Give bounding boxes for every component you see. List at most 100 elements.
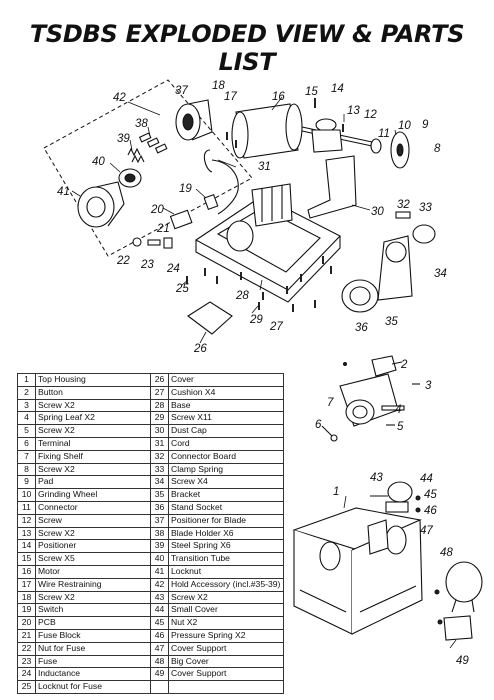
callout-48: 48: [440, 547, 453, 559]
callout-labels: 1 2 3 4 5 6 7 8 9 10 11 12 13 14 15 16 1…: [57, 80, 469, 667]
positioner-for-blade-drawing: [175, 99, 213, 141]
part-number: 36: [150, 500, 169, 515]
part-name: Terminal: [35, 436, 151, 451]
part-name: Fuse Block: [35, 628, 151, 643]
part-name: Locknut: [168, 564, 284, 579]
button-assembly-drawing: [321, 355, 420, 442]
part-name: Cord: [168, 436, 284, 451]
callout-3: 3: [425, 380, 432, 392]
part-number: 30: [150, 424, 169, 438]
dust-cap-drawing: [307, 155, 357, 219]
part-name: Pad: [35, 475, 151, 490]
callout-15: 15: [305, 86, 318, 98]
page-title: TSDBS EXPLODED VIEW & PARTS LIST: [29, 20, 465, 76]
callout-27: 27: [269, 321, 283, 333]
part-name: Screw X2: [35, 398, 151, 413]
small-cover-drawing: [370, 481, 421, 513]
part-number: 4: [17, 411, 36, 426]
locknut-drawing: [77, 181, 125, 228]
part-name: PCB: [35, 616, 151, 630]
part-number: 47: [150, 641, 169, 656]
part-name: Pressure Spring X2: [168, 628, 284, 643]
callout-33: 33: [419, 202, 432, 214]
part-name: Nut X2: [168, 616, 284, 630]
base-drawing: [194, 183, 341, 303]
part-name: Stand Socket: [168, 500, 284, 515]
part-number: 41: [150, 564, 169, 579]
part-number: 3: [17, 398, 36, 413]
callout-39: 39: [117, 133, 130, 145]
callout-2: 2: [400, 359, 408, 371]
bracket-drawing: [377, 235, 413, 301]
part-number: 9: [17, 475, 36, 490]
part-number: 26: [150, 373, 169, 387]
part-name: Connector: [35, 500, 151, 515]
part-number: 44: [150, 603, 169, 618]
callout-31: 31: [258, 161, 271, 173]
callout-24: 24: [166, 263, 180, 275]
fuse-drawing: [147, 239, 161, 246]
part-name: Screw X2: [35, 462, 151, 477]
part-number: 22: [17, 641, 36, 656]
part-name: Hold Accessory (incl.#35-39): [168, 577, 284, 592]
part-number: 46: [150, 628, 169, 643]
part-name: Switch: [35, 603, 151, 618]
part-number: 2: [17, 385, 36, 400]
part-number: 48: [150, 654, 169, 669]
part-number: 6: [17, 436, 36, 451]
clamp-spring-drawing: [412, 224, 436, 244]
callout-4: 4: [395, 404, 401, 416]
part-name: Screw X11: [168, 411, 284, 426]
callout-12: 12: [364, 109, 377, 121]
callout-7: 7: [327, 397, 334, 409]
callout-5: 5: [397, 421, 404, 433]
part-number: 40: [150, 552, 169, 566]
callout-19: 19: [179, 183, 192, 195]
callout-46: 46: [424, 505, 437, 517]
part-name: Nut for Fuse: [35, 641, 151, 656]
callout-1: 1: [333, 486, 339, 498]
part-number: 49: [150, 667, 169, 682]
pcb-drawing: [169, 209, 193, 230]
part-name: Inductance: [35, 667, 151, 682]
cord-drawing: [211, 159, 239, 215]
callout-28: 28: [235, 290, 249, 302]
callout-8: 8: [434, 143, 441, 155]
callout-9: 9: [422, 119, 429, 131]
callout-23: 23: [140, 259, 154, 271]
callout-47: 47: [420, 525, 433, 537]
callout-11: 11: [378, 128, 390, 140]
callout-44: 44: [420, 473, 433, 485]
part-name: Grinding Wheel: [35, 488, 151, 502]
part-name: Spring Leaf X2: [35, 411, 151, 426]
part-number: 23: [17, 654, 36, 669]
callout-22: 22: [116, 255, 130, 267]
part-name: Steel Spring X6: [168, 539, 284, 554]
part-name: Cover Support: [168, 641, 284, 656]
callout-17: 17: [224, 91, 237, 103]
grinding-wheel-drawing: [370, 131, 410, 169]
part-name: Positioner for Blade: [168, 513, 284, 528]
part-number: 39: [150, 539, 169, 554]
callout-35: 35: [385, 316, 398, 328]
part-name: Positioner: [35, 539, 151, 554]
part-number: 37: [150, 513, 169, 528]
part-name: Screw X2: [35, 590, 151, 605]
stand-socket-drawing: [341, 279, 379, 313]
